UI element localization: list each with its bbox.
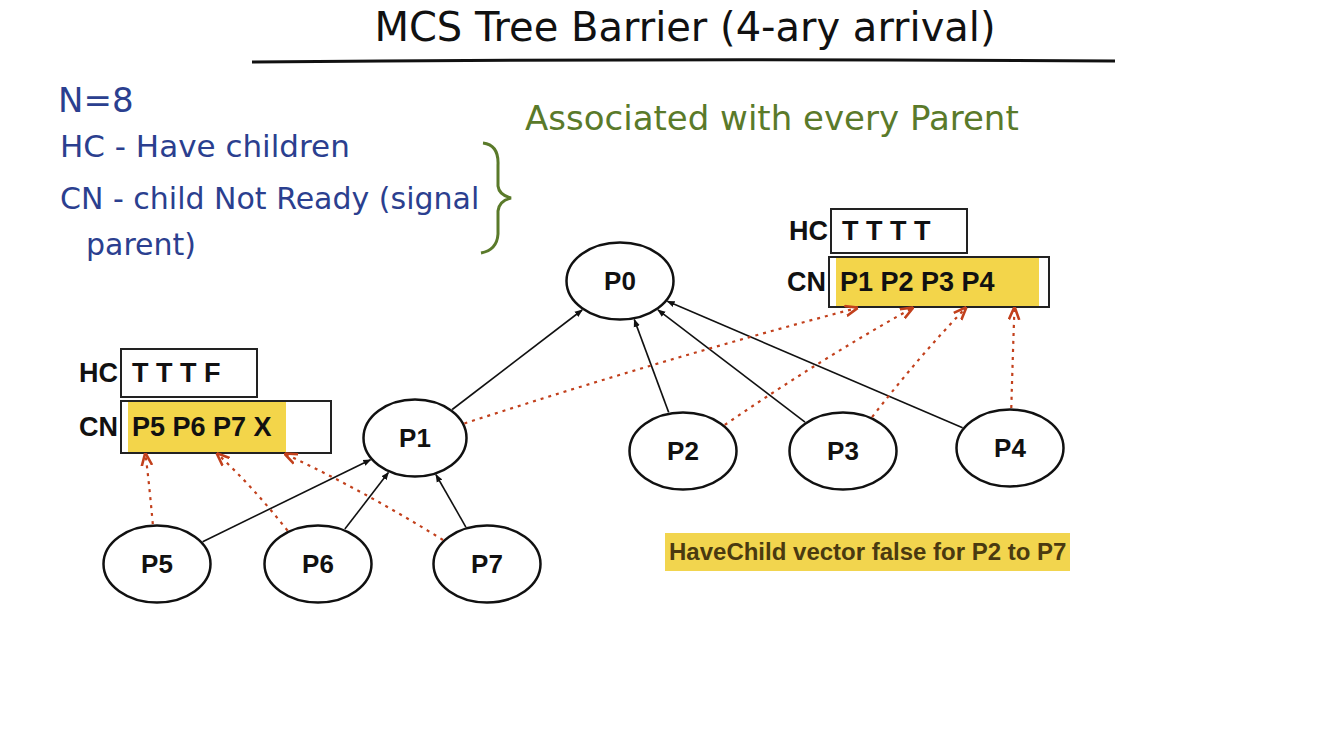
- node-label: P7: [471, 549, 503, 580]
- vector-name: HC: [64, 358, 120, 389]
- note-text: CN - child Not Ready (signal parent): [60, 176, 506, 268]
- note-text: Associated with every Parent: [525, 98, 1165, 138]
- process-circle: P0: [565, 241, 675, 321]
- node-label: P0: [604, 266, 636, 297]
- vector-cells: P5 P6 P7 X: [120, 400, 332, 454]
- process-circle: P3: [788, 411, 898, 491]
- tree-link: [658, 310, 805, 422]
- process-circle: P1: [362, 398, 468, 478]
- vector-box: CN P5 P6 P7 X: [56, 400, 332, 454]
- vector-values: T T T F: [132, 358, 220, 389]
- process-circle: P6: [263, 524, 373, 604]
- signal-arrow: [872, 308, 966, 417]
- tree-link: [203, 460, 371, 542]
- signal-arrow: [285, 454, 443, 540]
- node-label: P3: [827, 436, 859, 467]
- tree-link: [667, 301, 962, 427]
- vector-cells: T T T F: [120, 348, 258, 398]
- vector-cells: P1 P2 P3 P4: [828, 256, 1050, 308]
- vector-box: HC T T T F: [64, 348, 258, 398]
- process-circle: P7: [432, 524, 542, 604]
- signal-arrow: [1011, 308, 1014, 408]
- note-text: HaveChild vector false for P2 to P7: [665, 533, 1070, 571]
- vector-values: T T T T: [842, 216, 930, 247]
- signal-arrow: [725, 308, 913, 425]
- diagram-title: MCS Tree Barrier (4-ary arrival): [240, 4, 1130, 50]
- tree-link: [634, 320, 668, 413]
- note-text: N=8: [58, 80, 134, 120]
- vector-box: HC T T T T: [776, 208, 968, 254]
- node-label: P4: [994, 433, 1026, 464]
- vector-name: CN: [56, 412, 120, 443]
- node-label: P6: [302, 549, 334, 580]
- vector-values: P1 P2 P3 P4: [840, 267, 995, 298]
- tree-link: [452, 310, 582, 410]
- vector-box: CN P1 P2 P3 P4: [766, 256, 1050, 308]
- curly-brace: [481, 143, 511, 253]
- vector-name: CN: [766, 267, 828, 298]
- node-label: P2: [667, 436, 699, 467]
- process-circle: P4: [955, 408, 1065, 488]
- signal-arrow: [145, 454, 152, 524]
- vector-values: P5 P6 P7 X: [132, 412, 272, 443]
- node-label: P1: [399, 423, 431, 454]
- process-circle: P2: [628, 411, 738, 491]
- tree-link: [345, 473, 389, 530]
- note-text: HC - Have children: [60, 128, 500, 164]
- tree-link: [436, 475, 466, 527]
- node-label: P5: [141, 549, 173, 580]
- vector-name: HC: [776, 216, 830, 247]
- vector-cells: T T T T: [830, 208, 968, 254]
- signal-arrow: [218, 454, 288, 531]
- process-circle: P5: [102, 524, 212, 604]
- signal-arrow: [464, 308, 856, 423]
- title-underline: [252, 60, 1115, 62]
